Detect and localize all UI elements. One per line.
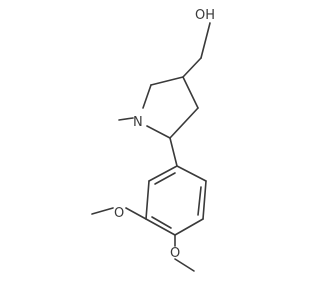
nitrogen-label: N xyxy=(133,115,143,130)
bond-oh-ch2 xyxy=(200,22,211,59)
bond-ch2-c3 xyxy=(182,57,202,78)
bond-c5-c4 xyxy=(169,107,199,139)
bond-ar4-ar5 xyxy=(145,218,176,236)
aromatic-inner-bond-2 xyxy=(151,216,172,229)
hydroxyl-label: OH xyxy=(195,8,215,23)
bond-c4-c3 xyxy=(182,76,199,109)
bond-ar6-ar1 xyxy=(148,165,178,182)
methoxy-para-group xyxy=(174,234,195,272)
bond-c5-aryl xyxy=(169,137,178,167)
methoxy-oxygen-label: O xyxy=(170,246,180,261)
aromatic-inner-bond-1 xyxy=(197,186,202,216)
bond-o-ch3 xyxy=(91,207,114,215)
hydroxymethyl-group xyxy=(182,22,211,78)
bond-c2-n xyxy=(142,84,152,109)
bond-c3-c2 xyxy=(150,76,184,86)
molecule-structure: OH N O O xyxy=(91,8,215,272)
methoxy-oxygen-label: O xyxy=(114,206,124,221)
benzene-ring xyxy=(145,165,207,236)
bond-ar1-ar2 xyxy=(176,165,207,182)
aromatic-inner-bond-3 xyxy=(154,172,176,185)
bond-ar3-ar4 xyxy=(174,218,204,236)
bond-o-ch3 xyxy=(174,258,195,272)
bond-n-c5 xyxy=(146,125,171,139)
bond-ar5-ar6 xyxy=(145,180,150,220)
bond-n-methyl xyxy=(118,117,134,121)
pyrrolidine-ring xyxy=(142,76,199,139)
methoxy-meta-group xyxy=(91,207,147,220)
bond-ar5-o xyxy=(125,207,147,220)
bond-ar2-ar3 xyxy=(202,180,207,220)
